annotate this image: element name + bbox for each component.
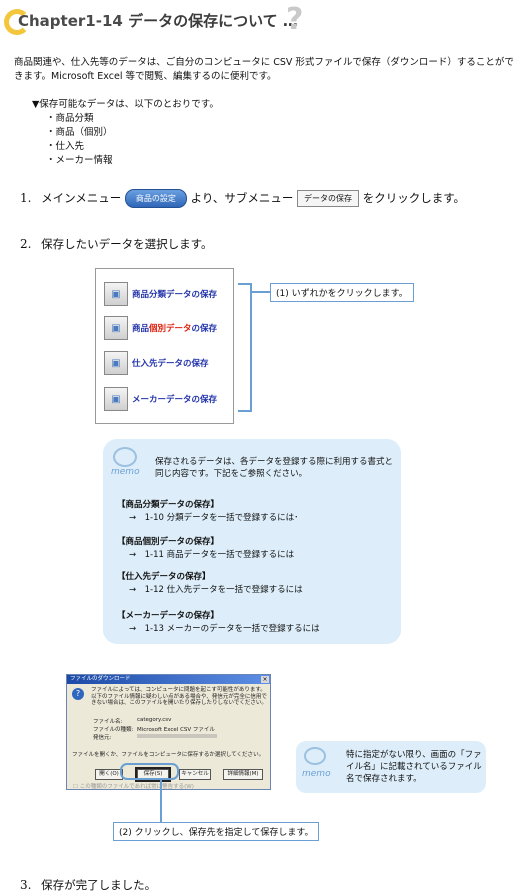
save-menu-panel: ▣ 商品分類データの保存 ▣ 商品個別データの保存 ▣ 仕入先データの保存 ▣ … — [95, 268, 234, 424]
save-maker-data-button[interactable]: ▣ メーカーデータの保存 — [104, 386, 226, 412]
memo-section-head: 【メーカーデータの保存】 — [117, 611, 220, 621]
step-number: 1. — [20, 191, 32, 205]
memo-section-ref[interactable]: → 1-13 メーカーのデータを一括で登録するには — [129, 624, 320, 634]
memo-section-ref[interactable]: → 1-12 仕入先データを一括で登録するには — [129, 585, 303, 595]
close-icon[interactable]: × — [261, 676, 269, 683]
button-label: メーカーデータの保存 — [132, 395, 218, 405]
cancel-button[interactable]: キャンセル — [179, 769, 211, 780]
filetype-value: Microsoft Excel CSV ファイル — [137, 727, 215, 733]
memo-swirl-icon — [113, 447, 137, 467]
submenu-button-data-save[interactable]: データの保存 — [297, 190, 360, 207]
filetype-label: ファイルの種類: — [93, 727, 134, 733]
step-text: 保存したいデータを選択します。 — [41, 237, 213, 251]
list-item: ・メーカー情報 — [46, 155, 113, 166]
memo-section: 【商品個別データの保存】 → 1-11 商品データを一括で登録するには — [117, 536, 397, 562]
step-text: 保存が完了しました。 — [41, 878, 157, 892]
question-icon: ? — [72, 688, 84, 700]
memo-section-head: 【仕入先データの保存】 — [117, 572, 211, 582]
step-1: 1. メインメニュー 商品の設定 より、サブメニュー データの保存 をクリックし… — [20, 189, 465, 208]
disk-icon: ▣ — [104, 351, 128, 375]
callout-connector — [160, 780, 162, 822]
memo-section-head: 【商品分類データの保存】 — [117, 500, 220, 510]
disk-icon: ▣ — [104, 282, 128, 306]
disk-icon: ▣ — [104, 316, 128, 340]
memo2-text: 特に指定がない限り、画面の「ファイル名」に記載されているファイル名で保存されます… — [346, 750, 482, 784]
button-label: 商品個別データの保存 — [132, 324, 218, 334]
save-supplier-data-button[interactable]: ▣ 仕入先データの保存 — [104, 350, 226, 376]
intro-text: 商品関連や、仕入先等のデータは、ご自分のコンピュータに CSV 形式ファイルで保… — [14, 57, 514, 82]
file-download-dialog: ファイルのダウンロード × ? ファイルによっては、コンピュータに問題を起こす可… — [66, 674, 271, 790]
step-text: より、サブメニュー — [190, 191, 294, 205]
callout-2: (2) クリックし、保存先を指定して保存します。 — [113, 822, 320, 841]
dialog-question: ファイルを開くか、ファイルをコンピュータに保存するか選択してください。 — [72, 752, 265, 758]
step-number: 2. — [20, 237, 32, 251]
list-item: ・商品分類 — [46, 113, 94, 124]
bracket-line — [250, 291, 270, 293]
memo-pencil-icon: memo — [302, 769, 331, 779]
bracket-connector — [238, 283, 252, 412]
chapter-number: Chapter1-14 — [18, 12, 123, 30]
memo-section: 【仕入先データの保存】 → 1-12 仕入先データを一括で登録するには — [117, 571, 397, 597]
button-label: 仕入先データの保存 — [132, 359, 209, 369]
question-mark-icon: ? — [286, 2, 304, 37]
dialog-message: ファイルによっては、コンピュータに問題を起こす可能性があります。以下のファイル情… — [91, 687, 267, 706]
memo-box: memo 保存されるデータは、各データを登録する際に利用する書式と同じ内容です。… — [103, 439, 401, 644]
memo-pencil-icon: memo — [111, 467, 140, 477]
dialog-titlebar: ファイルのダウンロード × — [67, 675, 270, 684]
page-title: Chapter1-14 データの保存について … — [18, 10, 298, 31]
filename-label: ファイル名: — [93, 719, 123, 725]
button-label: 商品分類データの保存 — [132, 290, 218, 300]
memo-section-ref[interactable]: → 1-11 商品データを一括で登録するには — [129, 550, 295, 560]
menu-button-product-settings[interactable]: 商品の設定 — [124, 189, 187, 208]
memo-box-2: memo 特に指定がない限り、画面の「ファイル名」に記載されているファイル名で保… — [296, 741, 486, 793]
filename-value: category.csv — [137, 717, 172, 723]
list-item: ・商品（個別） — [46, 127, 113, 138]
memo-text: 保存されるデータは、各データを登録する際に利用する書式と同じ内容です。下記をご参… — [155, 457, 394, 479]
data-type-list: ・商品分類 ・商品（個別） ・仕入先 ・メーカー情報 — [46, 112, 113, 168]
chapter-circle-ornament — [4, 9, 30, 35]
always-warn-checkbox[interactable]: ☐ この種類のファイルであれば常に警告する(W) — [73, 784, 194, 790]
memo-section: 【商品分類データの保存】 → 1-10 分類データを一括で登録するには･ — [117, 499, 397, 525]
disk-icon: ▣ — [104, 387, 128, 411]
source-label: 発信元: — [93, 735, 112, 741]
memo-section-ref[interactable]: → 1-10 分類データを一括で登録するには･ — [129, 513, 299, 523]
save-category-data-button[interactable]: ▣ 商品分類データの保存 — [104, 281, 226, 307]
list-heading: ▼保存可能なデータは、以下のとおりです。 — [32, 99, 219, 110]
step-text: をクリックします。 — [362, 191, 466, 205]
detail-button[interactable]: 詳細情報(M) — [223, 769, 263, 780]
memo-swirl-icon — [304, 747, 326, 765]
save-product-data-button[interactable]: ▣ 商品個別データの保存 — [104, 315, 226, 341]
chapter-title: データの保存について … — [128, 12, 298, 30]
checkbox-label: この種類のファイルであれば常に警告する(W) — [79, 784, 194, 790]
step-number: 3. — [20, 878, 32, 892]
memo-section-head: 【商品個別データの保存】 — [117, 537, 220, 547]
step-text: メインメニュー — [41, 191, 122, 205]
open-button[interactable]: 開く(O) — [95, 769, 123, 780]
list-item: ・仕入先 — [46, 141, 85, 152]
callout-1: (1) いずれかをクリックします。 — [270, 283, 414, 302]
step-3: 3. 保存が完了しました。 — [20, 877, 156, 893]
step-2: 2. 保存したいデータを選択します。 — [20, 236, 212, 252]
save-button-highlight — [120, 763, 179, 780]
memo-section: 【メーカーデータの保存】 → 1-13 メーカーのデータを一括で登録するには — [117, 610, 397, 636]
dialog-title: ファイルのダウンロード — [70, 676, 131, 682]
source-value-blurred — [137, 734, 217, 738]
